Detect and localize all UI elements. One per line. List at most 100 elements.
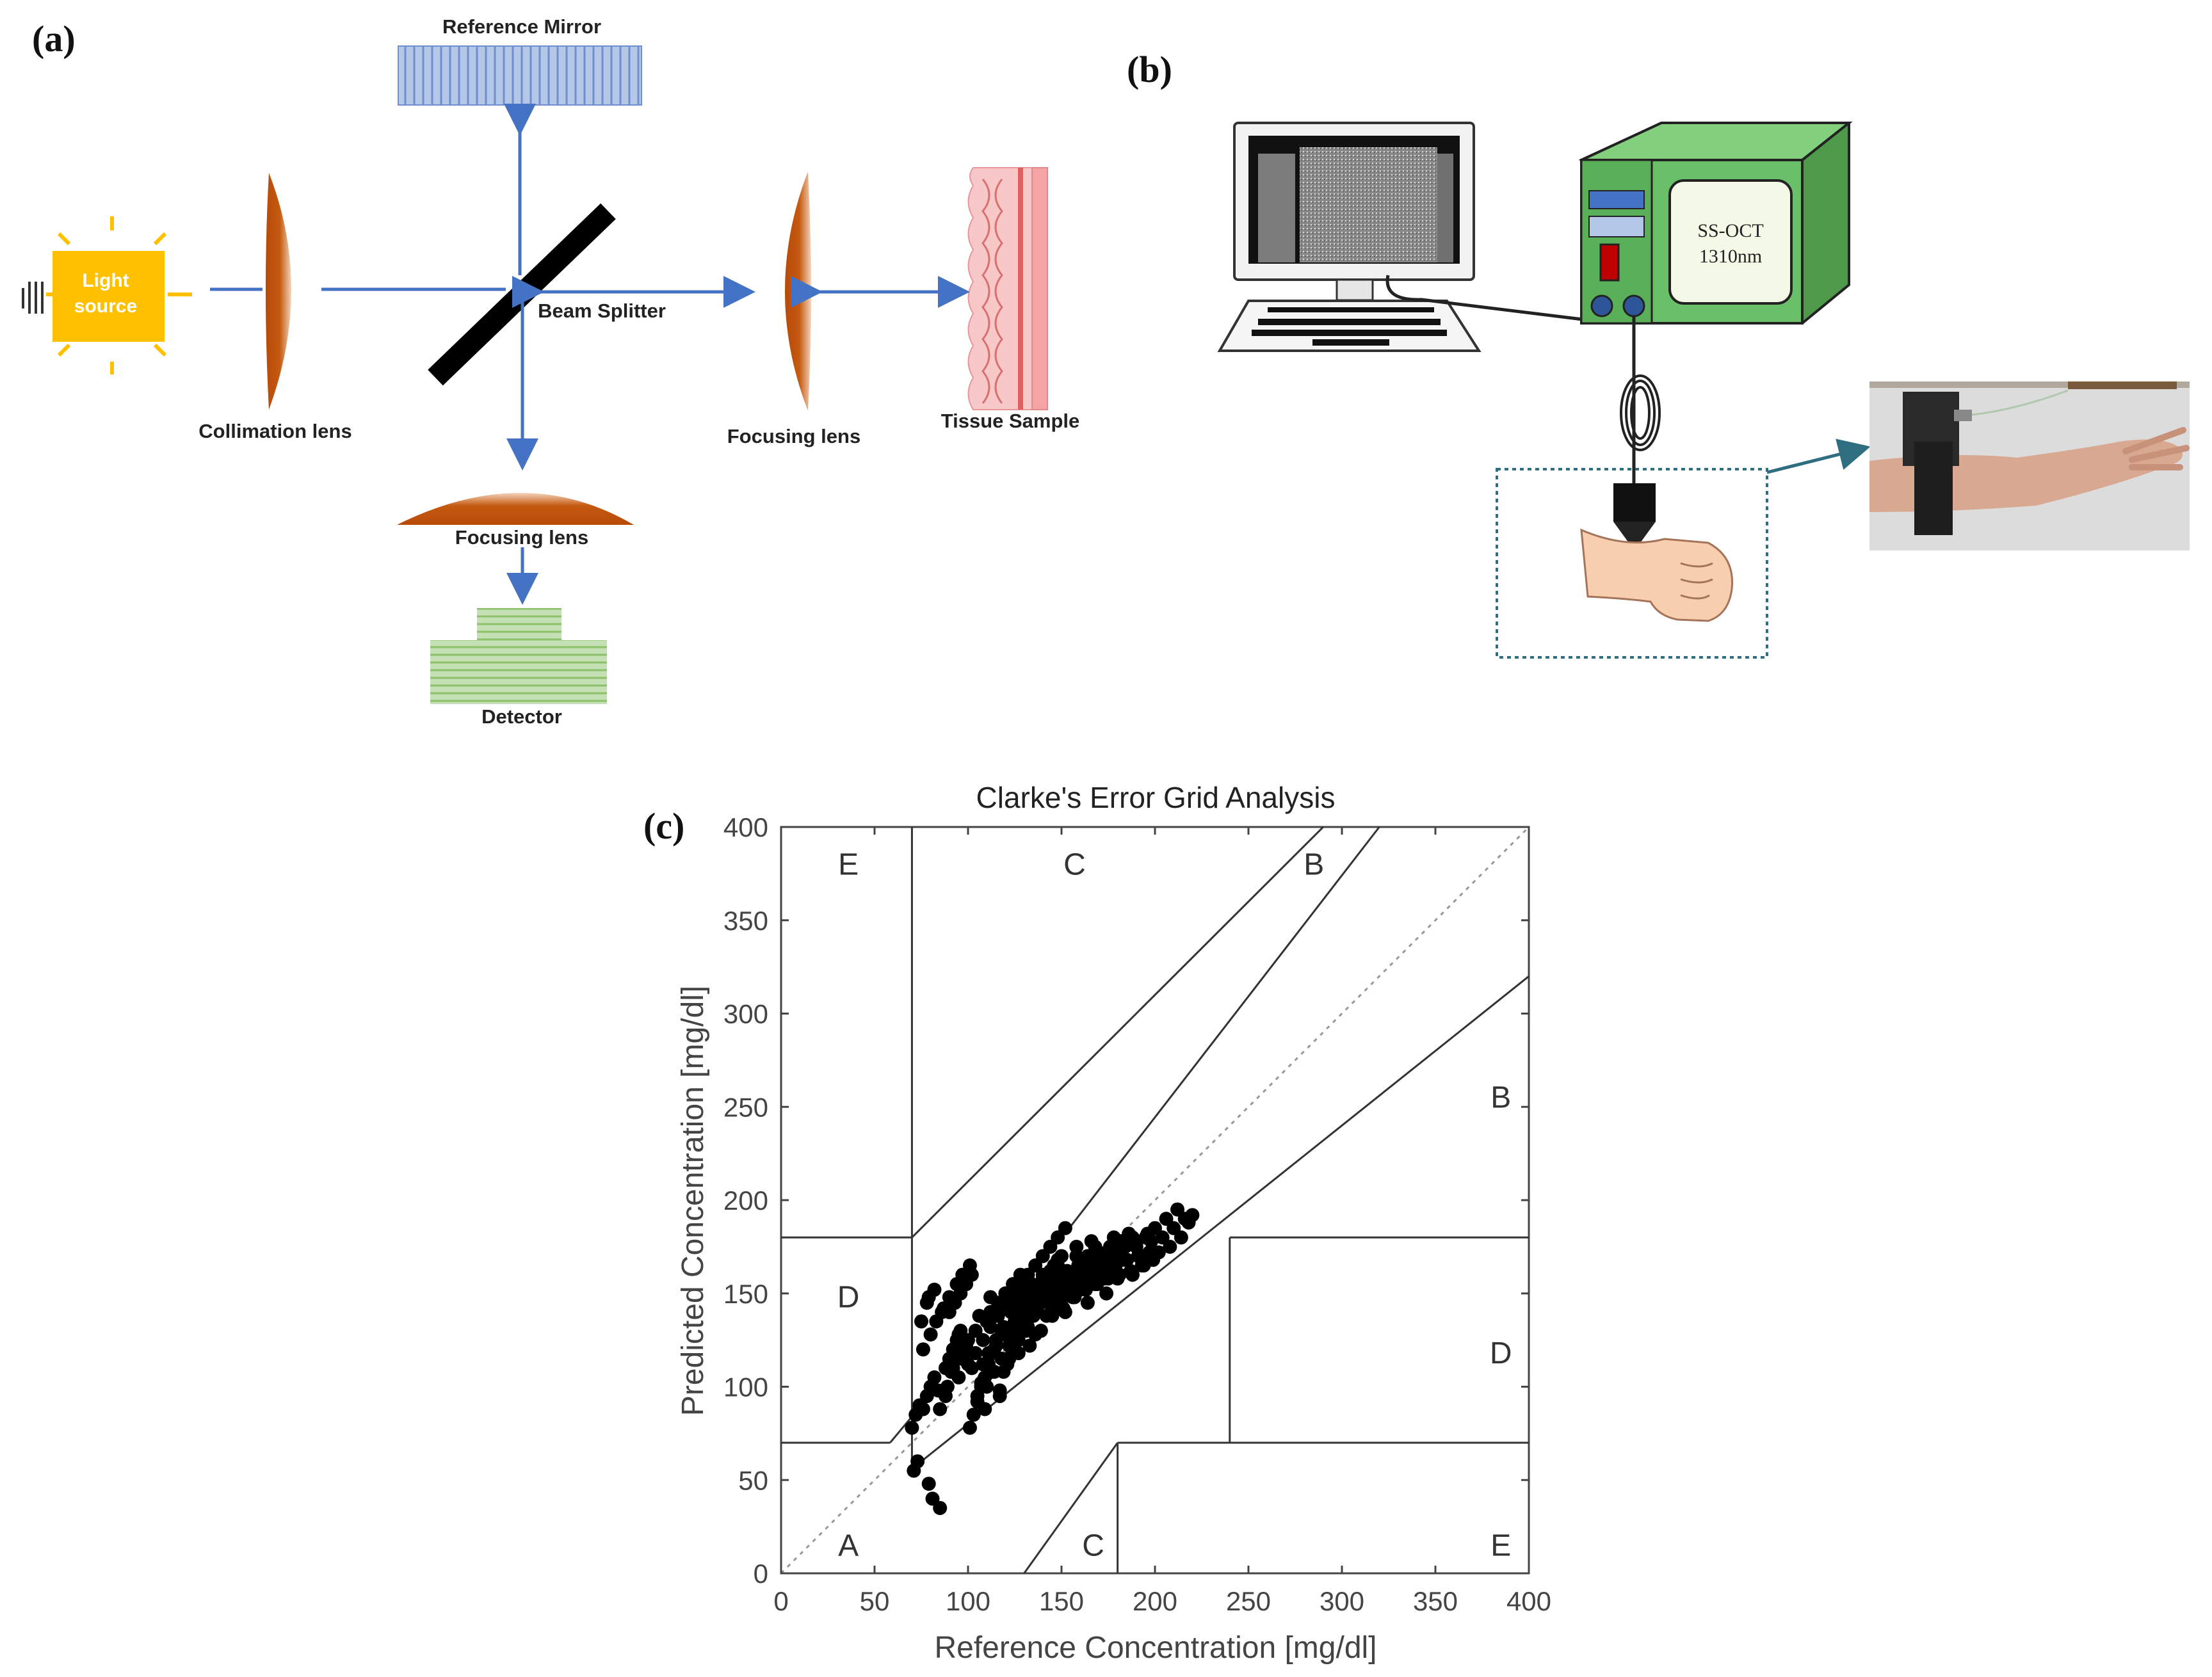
chart-y-axis-label: Predicted Concentration [mg/dl] — [676, 986, 710, 1416]
collimation-lens — [266, 173, 291, 410]
scatter-point — [1138, 1230, 1153, 1245]
computer-monitor — [1233, 122, 1475, 301]
scatter-point — [937, 1301, 951, 1316]
panel-b: (b) — [1127, 49, 2190, 659]
scatter-point — [961, 1357, 975, 1372]
scatter-point — [916, 1342, 930, 1357]
zone-label: D — [837, 1281, 860, 1315]
scatter-point — [933, 1402, 948, 1416]
y-tick-label: 150 — [723, 1279, 768, 1309]
scatter-point — [1022, 1338, 1037, 1353]
scatter-point — [1028, 1282, 1043, 1297]
scatter-point — [1033, 1324, 1048, 1338]
x-tick-label: 50 — [860, 1586, 890, 1616]
keyboard — [1217, 300, 1481, 352]
y-tick-label: 400 — [723, 812, 768, 842]
panel-a-label: (a) — [32, 18, 76, 60]
fiber-coil — [1620, 374, 1661, 451]
collimation-lens-label: Collimation lens — [198, 420, 351, 442]
scatter-point — [929, 1314, 944, 1329]
y-tick-label: 200 — [723, 1185, 768, 1216]
scatter-point — [923, 1327, 938, 1342]
scatter-point — [938, 1389, 953, 1404]
x-tick-label: 100 — [946, 1586, 990, 1616]
scatter-point — [914, 1314, 928, 1329]
focusing-lens-sample — [785, 172, 811, 411]
scatter-point — [980, 1379, 994, 1394]
y-tick-label: 50 — [738, 1465, 768, 1495]
scatter-point — [921, 1477, 936, 1491]
chart-x-axis-label: Reference Concentration [mg/dl] — [934, 1631, 1376, 1665]
y-tick-label: 250 — [723, 1092, 768, 1122]
zone-label: A — [838, 1529, 859, 1562]
scatter-point — [989, 1338, 1003, 1353]
x-tick-label: 0 — [773, 1586, 788, 1616]
beam-arrows — [210, 104, 970, 605]
scatter-point — [907, 1463, 921, 1478]
scatter-point — [976, 1333, 990, 1347]
probe-selection-box — [1496, 468, 1768, 659]
scatter-point — [905, 1420, 919, 1435]
scatter-point — [1056, 1301, 1070, 1316]
zone-label: C — [1063, 847, 1086, 881]
scatter-point — [951, 1370, 966, 1384]
reference-mirror-label: Reference Mirror — [442, 15, 601, 38]
zone-label: E — [1490, 1529, 1511, 1562]
panel-c-label: (c) — [643, 805, 684, 847]
scatter-point — [916, 1402, 930, 1416]
ss-oct-display — [1668, 179, 1793, 305]
x-tick-label: 350 — [1413, 1586, 1458, 1616]
scatter-point — [992, 1389, 1007, 1404]
y-tick-label: 0 — [754, 1559, 768, 1589]
x-tick-label: 150 — [1039, 1586, 1084, 1616]
panel-c: (c) Clarke's Error Grid Analysis Referen… — [643, 781, 1551, 1665]
zone-boundary — [889, 1416, 913, 1443]
zone-label: B — [1304, 847, 1324, 881]
scatter-point — [1043, 1264, 1058, 1278]
scatter-point — [1009, 1324, 1024, 1338]
scatter-point — [1134, 1258, 1149, 1273]
x-tick-label: 400 — [1506, 1586, 1551, 1616]
oct-probe — [1613, 483, 1656, 543]
scatter-point — [1185, 1208, 1200, 1223]
zone-boundary — [911, 826, 1324, 1239]
scatter-point — [1163, 1239, 1177, 1254]
zone-boundary — [911, 975, 1530, 1470]
reference-mirror — [398, 45, 642, 106]
zone-label: C — [1082, 1529, 1104, 1562]
detector — [430, 608, 607, 704]
scatter-point — [1069, 1239, 1084, 1254]
scatter-point — [957, 1333, 972, 1347]
zone-boundary — [1068, 826, 1380, 1229]
scatter-point — [1146, 1253, 1161, 1267]
identity-line — [780, 826, 1530, 1575]
scatter-point — [983, 1320, 998, 1335]
focusing-lens-detector — [397, 493, 634, 525]
scatter-point — [1045, 1301, 1060, 1316]
scatter-point — [1051, 1253, 1065, 1267]
focusing-lens-sample-label: Focusing lens — [727, 425, 860, 447]
zone-label: B — [1490, 1081, 1511, 1115]
tissue-sample — [967, 167, 1048, 410]
cable-computer-device — [1385, 275, 1588, 322]
light-source-box — [52, 251, 165, 342]
scatter-point — [970, 1394, 985, 1409]
scatter-point — [1099, 1286, 1114, 1301]
scatter-point — [951, 1346, 966, 1361]
zone-boundary — [1023, 1442, 1118, 1574]
y-tick-label: 350 — [723, 906, 768, 936]
scatter-point — [1058, 1221, 1072, 1235]
scatter-point — [933, 1500, 948, 1515]
zoom-arrow — [1766, 438, 1871, 474]
wrist-photo — [1869, 381, 2190, 550]
x-tick-label: 200 — [1133, 1586, 1177, 1616]
scatter-point — [1080, 1296, 1095, 1310]
light-source-rays — [46, 216, 192, 374]
y-tick-label: 300 — [723, 999, 768, 1029]
